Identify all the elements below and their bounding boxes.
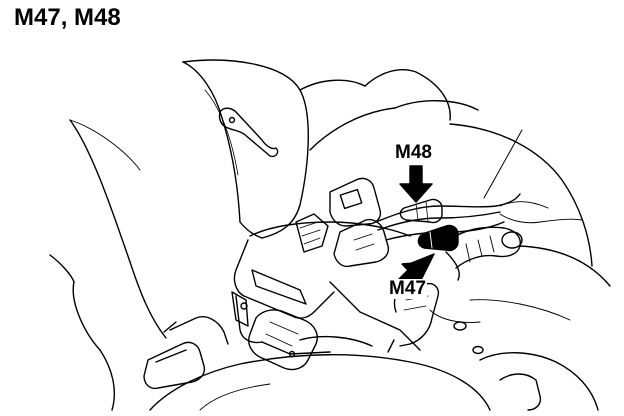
seat-back bbox=[183, 60, 395, 238]
seat-handle bbox=[219, 108, 277, 156]
m47-connector bbox=[418, 225, 458, 250]
seatbelt-buckle bbox=[144, 317, 228, 389]
seat-bracket bbox=[232, 270, 317, 370]
callout-m47-label: M47 bbox=[388, 278, 427, 299]
bottom-cushion bbox=[150, 355, 490, 410]
wire-sleeve bbox=[446, 227, 522, 280]
seat-back-right bbox=[365, 70, 478, 120]
diagram-title: M47, M48 bbox=[14, 4, 121, 31]
floor-area bbox=[430, 124, 610, 410]
left-seat bbox=[50, 120, 166, 410]
m48-connector bbox=[400, 199, 442, 222]
m48-arrow bbox=[400, 166, 432, 202]
callout-m48-label: M48 bbox=[394, 142, 433, 163]
